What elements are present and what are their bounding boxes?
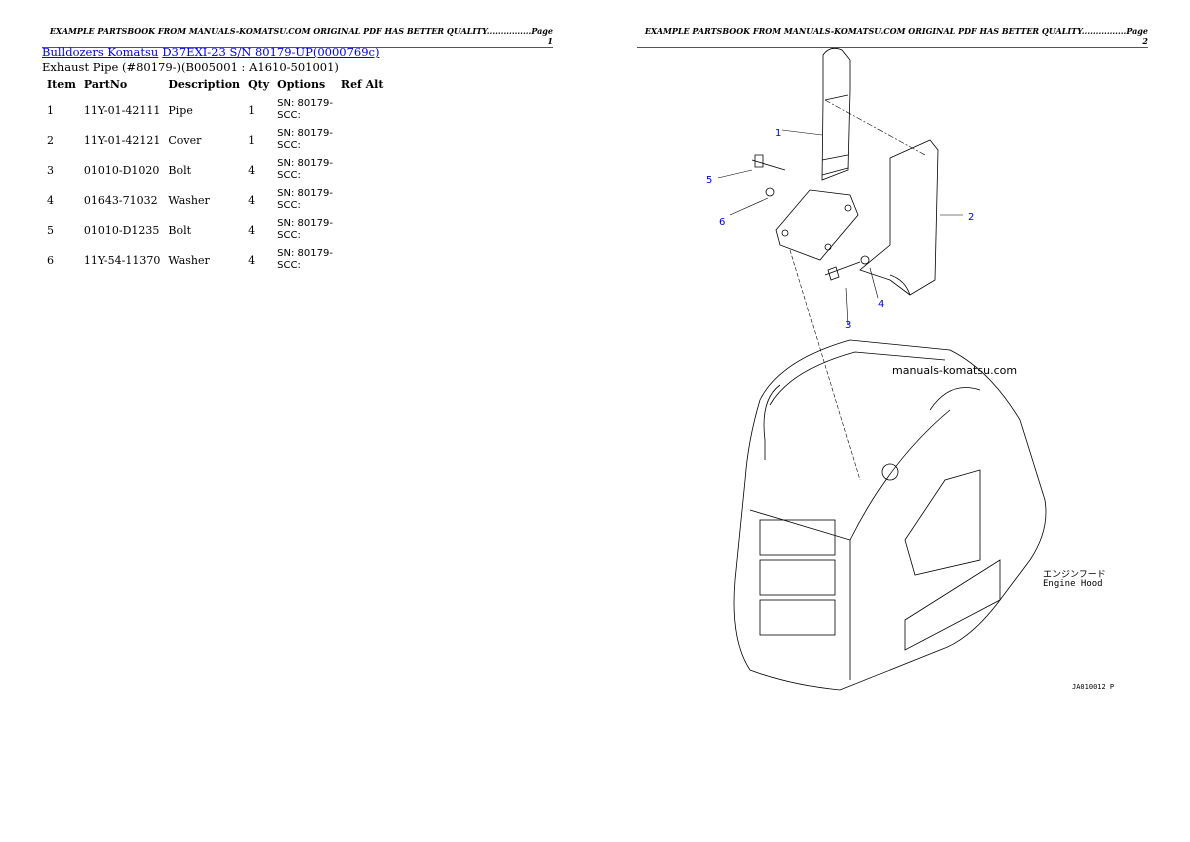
cell-options: SN: 80179- SCC: xyxy=(277,128,333,151)
cover-drawing xyxy=(859,139,939,296)
column-header: Options xyxy=(277,78,326,91)
breadcrumb-link-category[interactable]: Bulldozers Komatsu xyxy=(42,45,159,59)
page-subtitle: Exhaust Pipe (#80179-)(B005001 : A1610-5… xyxy=(42,60,339,74)
cell-options: SN: 80179- SCC: xyxy=(277,218,333,241)
label-engine-hood: Engine Hood xyxy=(1043,579,1103,589)
cell-qty: 1 xyxy=(248,133,256,147)
cell-item: 3 xyxy=(47,163,54,177)
cell-description: Washer xyxy=(168,193,210,207)
bolts xyxy=(751,154,870,281)
table-row: 5 01010-D1235 Bolt 4 SN: 80179- SCC: xyxy=(44,215,386,245)
cell-ref-alt xyxy=(338,215,387,245)
callout-1: 1 xyxy=(775,128,782,139)
cell-ref-alt xyxy=(338,125,387,155)
cell-options: SN: 80179- SCC: xyxy=(277,248,333,271)
cell-options: SN: 80179- SCC: xyxy=(277,98,333,121)
cell-ref-alt xyxy=(338,155,387,185)
watermark: manuals-komatsu.com xyxy=(892,364,1018,377)
callout-5: 5 xyxy=(706,175,713,186)
pipe-drawing xyxy=(775,47,859,261)
table-row: 2 11Y-01-42121 Cover 1 SN: 80179- SCC: xyxy=(44,125,386,155)
cell-partno: 11Y-54-11370 xyxy=(83,253,161,267)
cell-qty: 4 xyxy=(248,163,256,177)
callout-3: 3 xyxy=(845,320,852,331)
table-row: 4 01643-71032 Washer 4 SN: 80179- SCC: xyxy=(44,185,386,215)
table-row: 1 11Y-01-42111 Pipe 1 SN: 80179- SCC: xyxy=(44,95,386,125)
cell-qty: 4 xyxy=(248,253,256,267)
cell-item: 1 xyxy=(47,103,54,117)
cell-description: Washer xyxy=(168,253,210,267)
label-japanese: エンジンフード xyxy=(1043,570,1106,580)
cell-item: 2 xyxy=(47,133,54,147)
parts-table: Item PartNo Description Qty Options Ref Alt 1… xyxy=(42,76,388,275)
cell-description: Bolt xyxy=(168,223,192,237)
callout-2: 2 xyxy=(968,212,975,223)
cell-partno: 11Y-01-42111 xyxy=(83,103,161,117)
cell-partno: 11Y-01-42121 xyxy=(83,133,161,147)
cell-description: Cover xyxy=(168,133,202,147)
column-header: Ref Alt xyxy=(340,78,384,91)
cell-partno: 01010-D1235 xyxy=(83,223,160,237)
cell-description: Pipe xyxy=(168,103,193,117)
figure-id: JA010012 P xyxy=(1072,683,1115,691)
column-header: Description xyxy=(168,78,241,91)
cell-ref-alt xyxy=(338,185,387,215)
column-header: Qty xyxy=(248,78,270,91)
breadcrumb-link-model[interactable]: D37EXI-23 S/N 80179-UP(0000769c) xyxy=(162,45,380,59)
cell-options: SN: 80179- SCC: xyxy=(277,188,333,211)
cell-item: 5 xyxy=(47,223,54,237)
cell-options: SN: 80179- SCC: xyxy=(277,158,333,181)
cell-description: Bolt xyxy=(168,163,192,177)
page2-header: EXAMPLE PARTSBOOK FROM MANUALS-KOMATSU.C… xyxy=(637,26,1148,48)
cell-ref-alt xyxy=(338,95,387,125)
cell-qty: 4 xyxy=(248,193,256,207)
table-row: 3 01010-D1020 Bolt 4 SN: 80179- SCC: xyxy=(44,155,386,185)
cell-partno: 01643-71032 xyxy=(83,193,158,207)
cell-qty: 4 xyxy=(248,223,256,237)
cell-partno: 01010-D1020 xyxy=(83,163,160,177)
cell-ref-alt xyxy=(338,245,387,275)
column-header: Item xyxy=(47,78,76,91)
cell-qty: 1 xyxy=(248,103,256,117)
cell-item: 4 xyxy=(47,193,54,207)
engine-hood-drawing xyxy=(733,339,1047,691)
leader-lines xyxy=(717,99,963,481)
callout-4: 4 xyxy=(878,299,885,310)
column-header: PartNo xyxy=(83,78,128,91)
cell-item: 6 xyxy=(47,253,54,267)
callout-6: 6 xyxy=(719,217,726,228)
table-row: 6 11Y-54-11370 Washer 4 SN: 80179- SCC: xyxy=(44,245,386,275)
exhaust-pipe-diagram xyxy=(717,47,1047,691)
page1-header: EXAMPLE PARTSBOOK FROM MANUALS-KOMATSU.C… xyxy=(42,26,553,48)
